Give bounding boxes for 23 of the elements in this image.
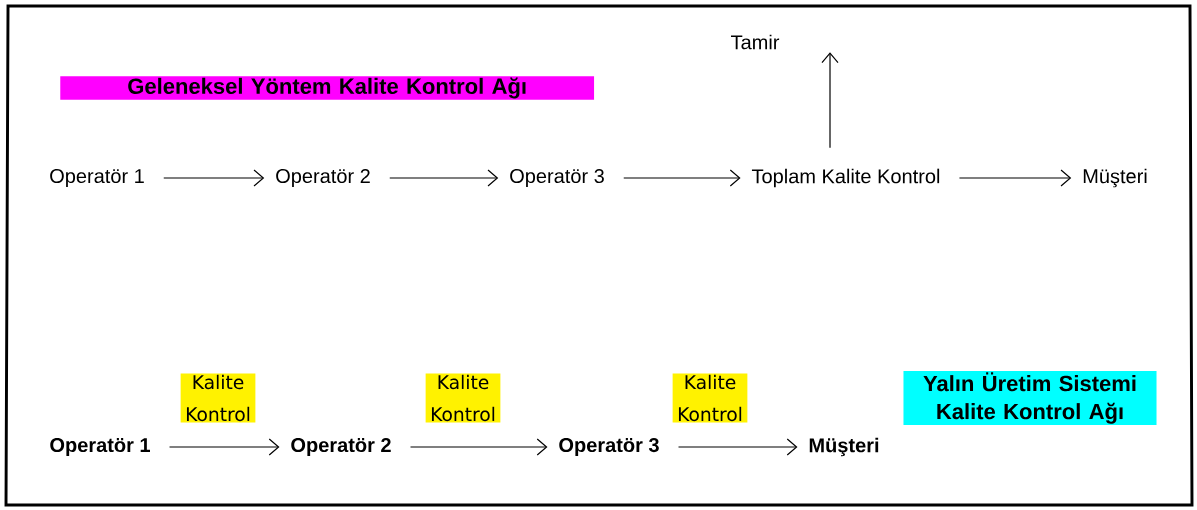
node-text: Operatör 3 [510,168,604,188]
heading: Yalın Üretim Sistemi Kalite Kontrol Ağı [903,370,1157,426]
arrow [389,169,499,187]
node-text: Toplam Kalite Kontrol [751,168,940,188]
arrow [409,438,548,456]
node-text: Operatör 3 [559,437,659,457]
node-text: Müşteri [809,437,879,457]
node-text: Operatör 1 [50,437,150,457]
arrow [958,169,1072,187]
edge-label: Kalite Kontrol [425,373,501,423]
node-text: Operatör 2 [276,168,370,188]
node-text: Operatör 2 [291,437,391,457]
node-text: Müşteri [1083,168,1147,188]
arrow [168,438,280,456]
arrow [677,438,798,456]
arrow [163,169,265,187]
arrow [623,169,741,187]
arrow [821,52,839,149]
edge-label: Kalite Kontrol [672,373,748,423]
node-text: Operatör 1 [50,168,144,188]
heading: Geleneksel Yöntem Kalite Kontrol Ağı [60,76,595,100]
node-text: Tamir [731,34,780,50]
edge-label: Kalite Kontrol [180,373,256,423]
